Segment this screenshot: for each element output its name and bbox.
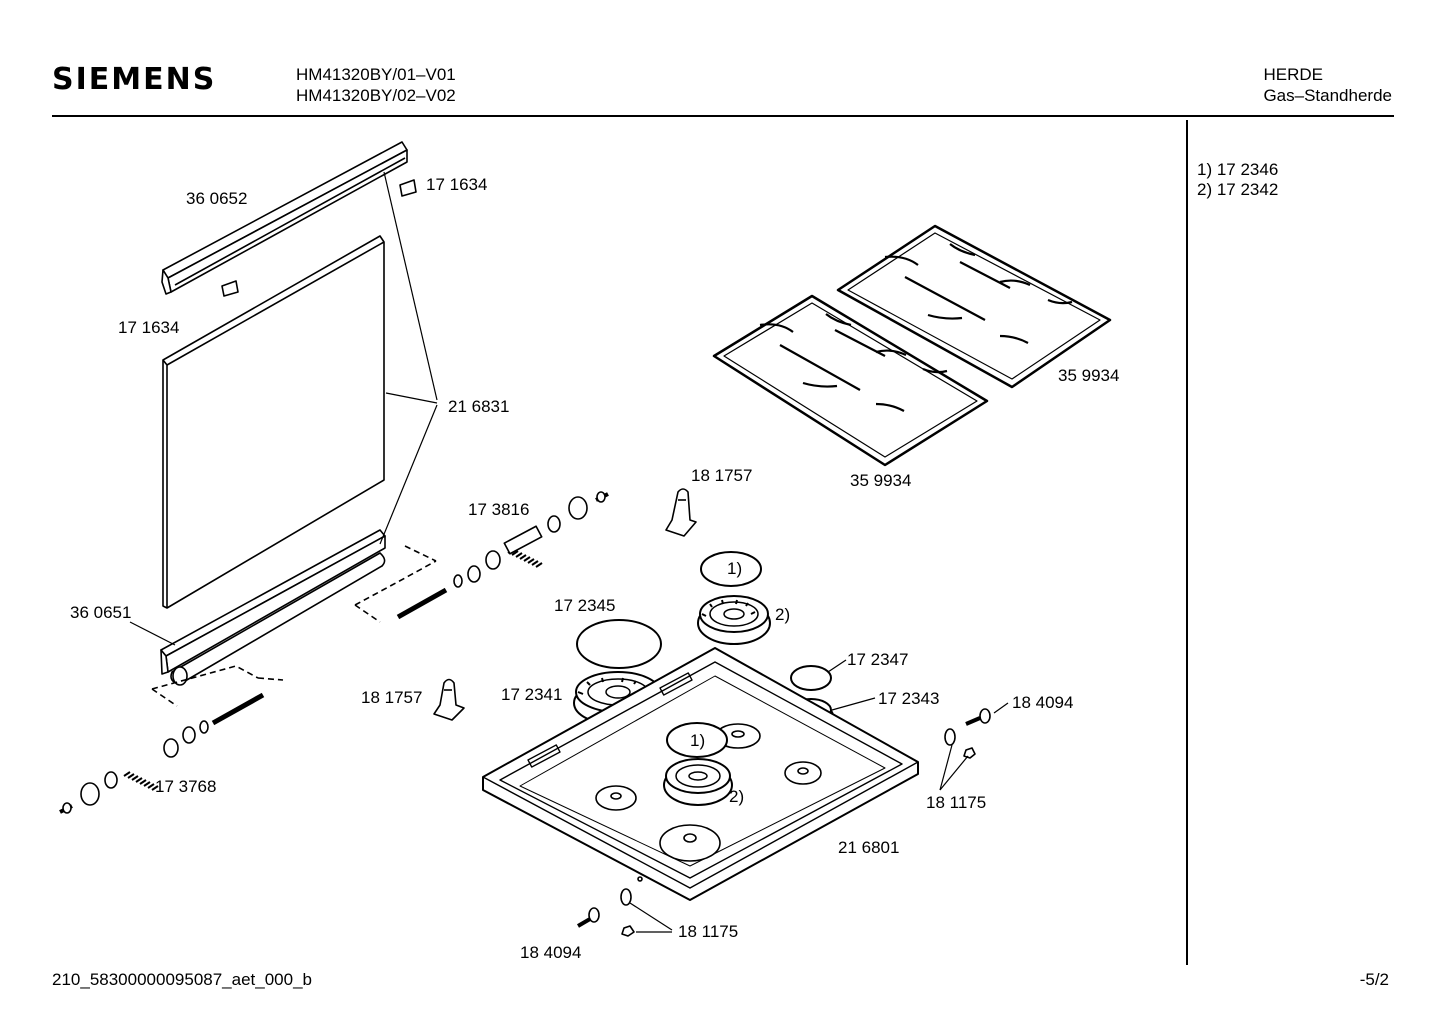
dashed-outline-lower xyxy=(151,665,284,707)
washer-nut-right-part xyxy=(944,728,976,759)
label-burner-cap-large: 17 2345 xyxy=(554,596,615,615)
label-bottom-profile: 36 0651 xyxy=(70,603,131,622)
label-screw-bottom: 18 4094 xyxy=(520,943,581,962)
ref-1-upper: 1) xyxy=(727,559,742,578)
category-line-1: HERDE xyxy=(1263,65,1323,84)
dashed-outline-upper xyxy=(354,545,437,623)
footnote-list: 1) 17 2346 2) 17 2342 xyxy=(1197,160,1278,200)
ref-2-lower: 2) xyxy=(729,787,744,806)
label-hinge-set-upper: 17 3816 xyxy=(468,500,529,519)
category-line-2: Gas–Standherde xyxy=(1263,86,1392,105)
clip-part-lower xyxy=(221,280,239,297)
label-burner-large: 17 2341 xyxy=(501,685,562,704)
sidebar-divider xyxy=(1186,120,1188,965)
label-washer-nut-right: 18 1175 xyxy=(926,793,986,812)
screw-right-part xyxy=(965,708,991,726)
washer-nut-bottom-part xyxy=(620,888,635,937)
footnote-2: 2) 17 2342 xyxy=(1197,180,1279,199)
screw-bottom-part xyxy=(576,907,600,928)
document-code: 210_58300000095087_aet_000_b xyxy=(52,970,312,989)
bracket-part-lower xyxy=(433,678,465,721)
pan-support-left-part xyxy=(712,294,989,467)
product-category: HERDE Gas–Standherde xyxy=(1263,64,1392,106)
hinge-set-lower xyxy=(59,692,265,814)
leader-lines xyxy=(129,171,1009,933)
label-pan-support-right: 35 9934 xyxy=(1058,366,1119,385)
label-top-profile: 36 0652 xyxy=(186,189,247,208)
label-clip-top-right: 17 1634 xyxy=(426,175,487,194)
pan-support-right-part xyxy=(836,224,1112,389)
clip-part-upper xyxy=(399,179,417,197)
model-numbers: HM41320BY/01–V01 HM41320BY/02–V02 xyxy=(296,64,456,106)
burner-cap-small-part xyxy=(790,665,832,691)
model-line-1: HM41320BY/01–V01 xyxy=(296,65,456,84)
hob-tray-part xyxy=(482,647,919,901)
footnote-1: 1) 17 2346 xyxy=(1197,160,1279,179)
ref-1-lower: 1) xyxy=(690,731,705,750)
top-profile-part xyxy=(161,141,408,295)
label-washer-nut-bottom: 18 1175 xyxy=(678,922,738,941)
burner-upper-part xyxy=(697,595,771,645)
label-bracket-upper: 18 1757 xyxy=(691,466,752,485)
glass-panel-part xyxy=(162,235,385,609)
ref-2-upper: 2) xyxy=(775,605,790,624)
label-burner-cap-small: 17 2347 xyxy=(847,650,908,669)
label-hob-tray: 21 6801 xyxy=(838,838,899,857)
bracket-part-upper xyxy=(665,488,697,537)
label-bracket-lower: 18 1757 xyxy=(361,688,422,707)
hinge-set-upper xyxy=(396,491,609,620)
bottom-profile-part xyxy=(160,529,386,686)
brand-logo: SIEMENS xyxy=(52,62,217,97)
burner-cap-upper-part xyxy=(700,551,762,587)
label-glass-panel: 21 6831 xyxy=(448,397,509,416)
page-number: -5/2 xyxy=(1359,970,1389,989)
label-hinge-set-lower: 17 3768 xyxy=(155,777,216,796)
label-pan-support-left: 35 9934 xyxy=(850,471,911,490)
label-burner-small: 17 2343 xyxy=(878,689,939,708)
burner-cap-large-part xyxy=(576,619,662,669)
model-line-2: HM41320BY/02–V02 xyxy=(296,86,456,105)
label-clip-top-left: 17 1634 xyxy=(118,318,179,337)
label-screw-right: 18 4094 xyxy=(1012,693,1073,712)
header-divider xyxy=(52,115,1394,117)
